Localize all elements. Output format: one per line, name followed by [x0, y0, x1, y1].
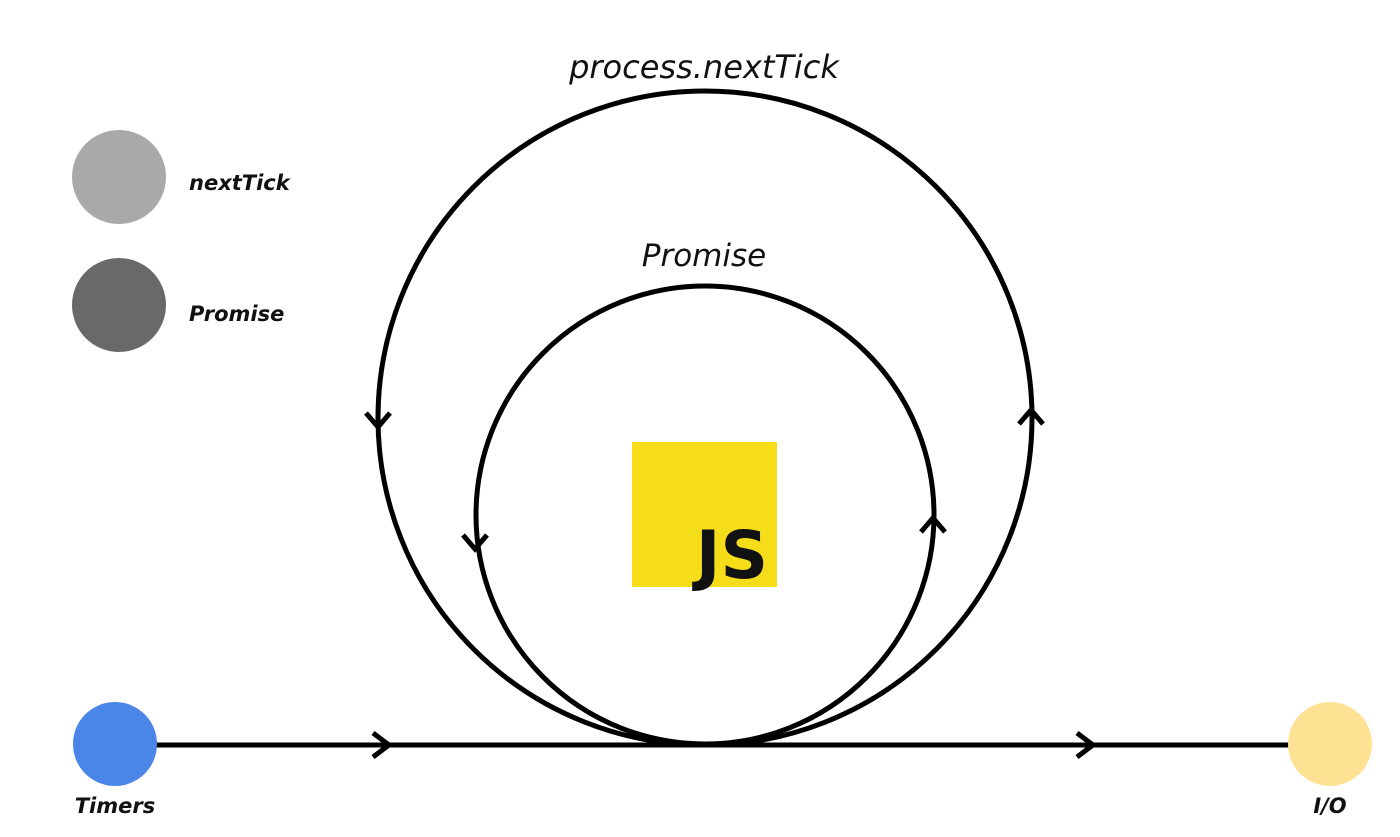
js-logo	[632, 442, 777, 587]
timers-label: Timers	[75, 794, 156, 818]
promise-loop-label: Promise	[642, 238, 766, 274]
legend-nexttick-label: nextTick	[189, 171, 292, 195]
timeline-arrow-left	[371, 731, 394, 759]
legend-promise-swatch	[72, 258, 166, 352]
promise-arrow-down	[461, 533, 489, 553]
nexttick-arrow-down	[364, 411, 392, 431]
io-label: I/O	[1313, 794, 1346, 818]
promise-arrow-up	[919, 514, 947, 534]
timers-node	[73, 702, 157, 786]
nexttick-loop	[375, 88, 1035, 748]
timeline-arrow-right	[1075, 731, 1098, 759]
io-node	[1288, 702, 1372, 786]
nexttick-arrow-up	[1017, 406, 1045, 426]
legend-promise-label: Promise	[189, 302, 284, 326]
nexttick-loop-label: process.nextTick	[568, 48, 840, 86]
legend-nexttick-swatch	[72, 130, 166, 224]
js-logo-text: JS	[692, 517, 768, 594]
